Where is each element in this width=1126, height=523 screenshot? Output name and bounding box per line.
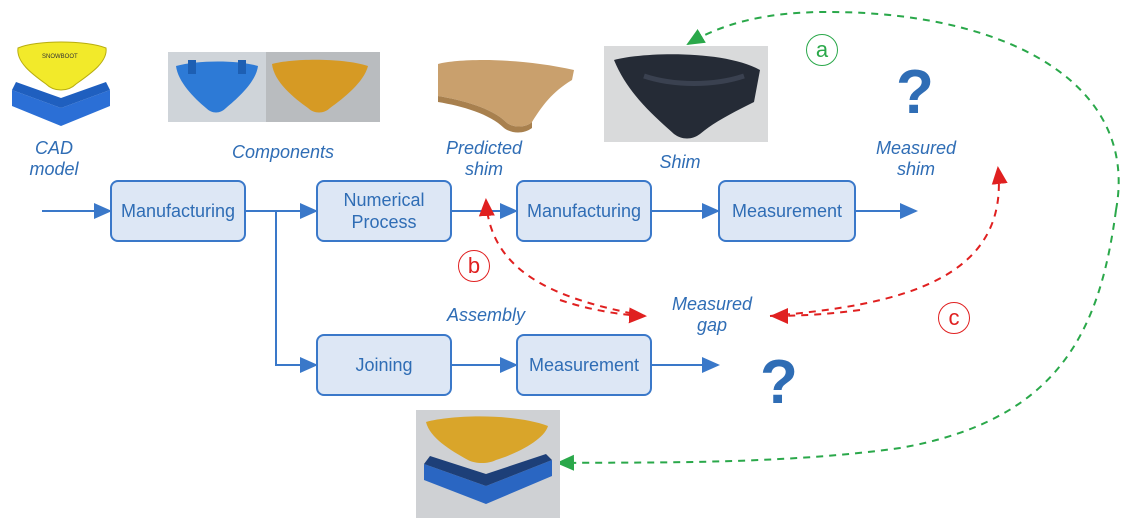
measurement-box-2: Measurement xyxy=(516,334,652,396)
manufacturing-box-2: Manufacturing xyxy=(516,180,652,242)
components-image xyxy=(168,52,380,122)
marker-a: a xyxy=(806,34,838,66)
cad-model-label: CAD model xyxy=(29,138,79,179)
numerical-process-box: Numerical Process xyxy=(316,180,452,242)
assembly-image xyxy=(416,410,560,518)
marker-c: c xyxy=(938,302,970,334)
measured-gap-label: Measured gap xyxy=(671,294,753,335)
link-a-bottom xyxy=(556,209,1117,471)
question-mark-shim: ? xyxy=(896,58,934,127)
cad-model-image: SNOWBOOT xyxy=(12,41,110,126)
link-a xyxy=(686,10,1120,211)
link-b xyxy=(478,198,646,317)
svg-text:SNOWBOOT: SNOWBOOT xyxy=(42,54,78,60)
predicted-shim-image xyxy=(438,60,574,133)
measured-shim-label: Measured shim xyxy=(875,138,957,179)
marker-b: b xyxy=(458,250,490,282)
manufacturing-box-1: Manufacturing xyxy=(110,180,246,242)
assembly-label: Assembly xyxy=(446,305,526,325)
measurement-box-1: Measurement xyxy=(718,180,856,242)
predicted-shim-label: Predicted shim xyxy=(445,138,523,179)
shim-label: Shim xyxy=(659,152,701,172)
link-b-end xyxy=(559,299,647,324)
arrow-manuf-to-joining xyxy=(275,211,318,373)
joining-box: Joining xyxy=(316,334,452,396)
shim-image xyxy=(604,46,768,142)
question-mark-gap: ? xyxy=(760,348,798,417)
link-c-start xyxy=(770,307,861,324)
link-c xyxy=(769,166,1008,317)
components-label: Components xyxy=(231,142,335,162)
